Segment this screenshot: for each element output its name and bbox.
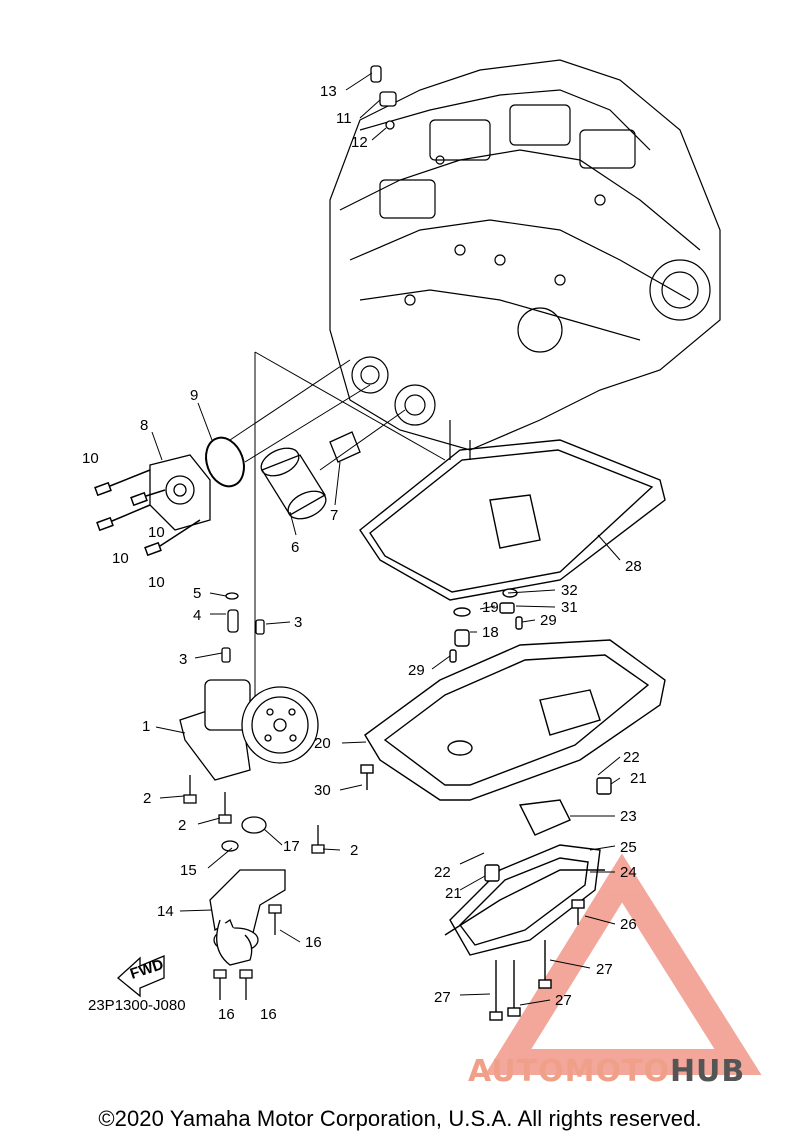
callout-16c: 16 bbox=[260, 1006, 277, 1023]
callout-11: 11 bbox=[336, 110, 352, 127]
oil-pan-cover-illustration bbox=[444, 777, 612, 1021]
oil-pump-illustration bbox=[179, 592, 325, 854]
callout-2b: 2 bbox=[178, 817, 186, 834]
oil-pump-diagram: FWD bbox=[82, 59, 762, 1075]
sensor-group bbox=[370, 65, 397, 130]
callout-31: 31 bbox=[561, 599, 578, 616]
callout-numbers: 13 11 12 9 8 10 10 10 10 6 7 28 5 4 3 3 … bbox=[82, 83, 647, 1023]
callout-22b: 22 bbox=[434, 864, 451, 881]
callout-15: 15 bbox=[180, 862, 197, 879]
callout-9: 9 bbox=[190, 387, 198, 404]
callout-21b: 21 bbox=[445, 885, 462, 902]
callout-2c: 2 bbox=[350, 842, 358, 859]
callout-2a: 2 bbox=[143, 790, 151, 807]
callout-17: 17 bbox=[283, 838, 300, 855]
callout-5: 5 bbox=[193, 585, 201, 602]
callout-29a: 29 bbox=[540, 612, 557, 629]
oil-strainer-illustration bbox=[209, 816, 286, 1000]
fwd-arrow-icon bbox=[117, 955, 165, 998]
callout-3a: 3 bbox=[294, 614, 302, 631]
callout-16a: 16 bbox=[305, 934, 322, 951]
callout-27c: 27 bbox=[555, 992, 572, 1009]
callout-4: 4 bbox=[193, 607, 201, 624]
watermark-logo bbox=[484, 853, 762, 1075]
callout-8: 8 bbox=[140, 417, 148, 434]
oil-filter-group bbox=[149, 351, 446, 700]
callout-10b: 10 bbox=[148, 524, 165, 541]
callout-3b: 3 bbox=[179, 651, 187, 668]
callout-10a: 10 bbox=[82, 450, 99, 467]
crankcase-illustration bbox=[329, 59, 721, 460]
callout-12: 12 bbox=[351, 134, 368, 151]
watermark-part2: HUB bbox=[669, 1054, 746, 1089]
callout-18: 18 bbox=[482, 624, 499, 641]
oil-pan-illustration bbox=[360, 588, 666, 801]
callout-30: 30 bbox=[314, 782, 331, 799]
callout-29b: 29 bbox=[408, 662, 425, 679]
callout-21a: 21 bbox=[630, 770, 647, 787]
callout-28: 28 bbox=[625, 558, 642, 575]
callout-24: 24 bbox=[620, 864, 637, 881]
filter-cover-bolts bbox=[94, 469, 201, 557]
callout-1: 1 bbox=[142, 718, 150, 735]
callout-10c: 10 bbox=[112, 550, 129, 567]
callout-leaders bbox=[151, 72, 621, 1006]
callout-14: 14 bbox=[157, 903, 174, 920]
oil-pan-gasket-illustration bbox=[359, 439, 666, 601]
callout-6: 6 bbox=[291, 539, 299, 556]
drawing-code: 23P1300-J080 bbox=[88, 997, 186, 1014]
callout-20: 20 bbox=[314, 735, 331, 752]
watermark-part1: AUTOMOTO bbox=[468, 1054, 670, 1089]
callout-27a: 27 bbox=[596, 961, 613, 978]
callout-26: 26 bbox=[620, 916, 637, 933]
callout-10d: 10 bbox=[148, 574, 165, 591]
callout-13: 13 bbox=[320, 83, 337, 100]
callout-7: 7 bbox=[330, 507, 338, 524]
callout-19: 19 bbox=[482, 599, 499, 616]
callout-27b: 27 bbox=[434, 989, 451, 1006]
callout-22a: 22 bbox=[623, 749, 640, 766]
callout-16b: 16 bbox=[218, 1006, 235, 1023]
watermark-text: AUTOMOTOHUB bbox=[468, 1052, 745, 1092]
callout-25: 25 bbox=[620, 839, 637, 856]
copyright-footer: ©2020 Yamaha Motor Corporation, U.S.A. A… bbox=[98, 1106, 702, 1131]
callout-23: 23 bbox=[620, 808, 637, 825]
callout-32: 32 bbox=[561, 582, 578, 599]
